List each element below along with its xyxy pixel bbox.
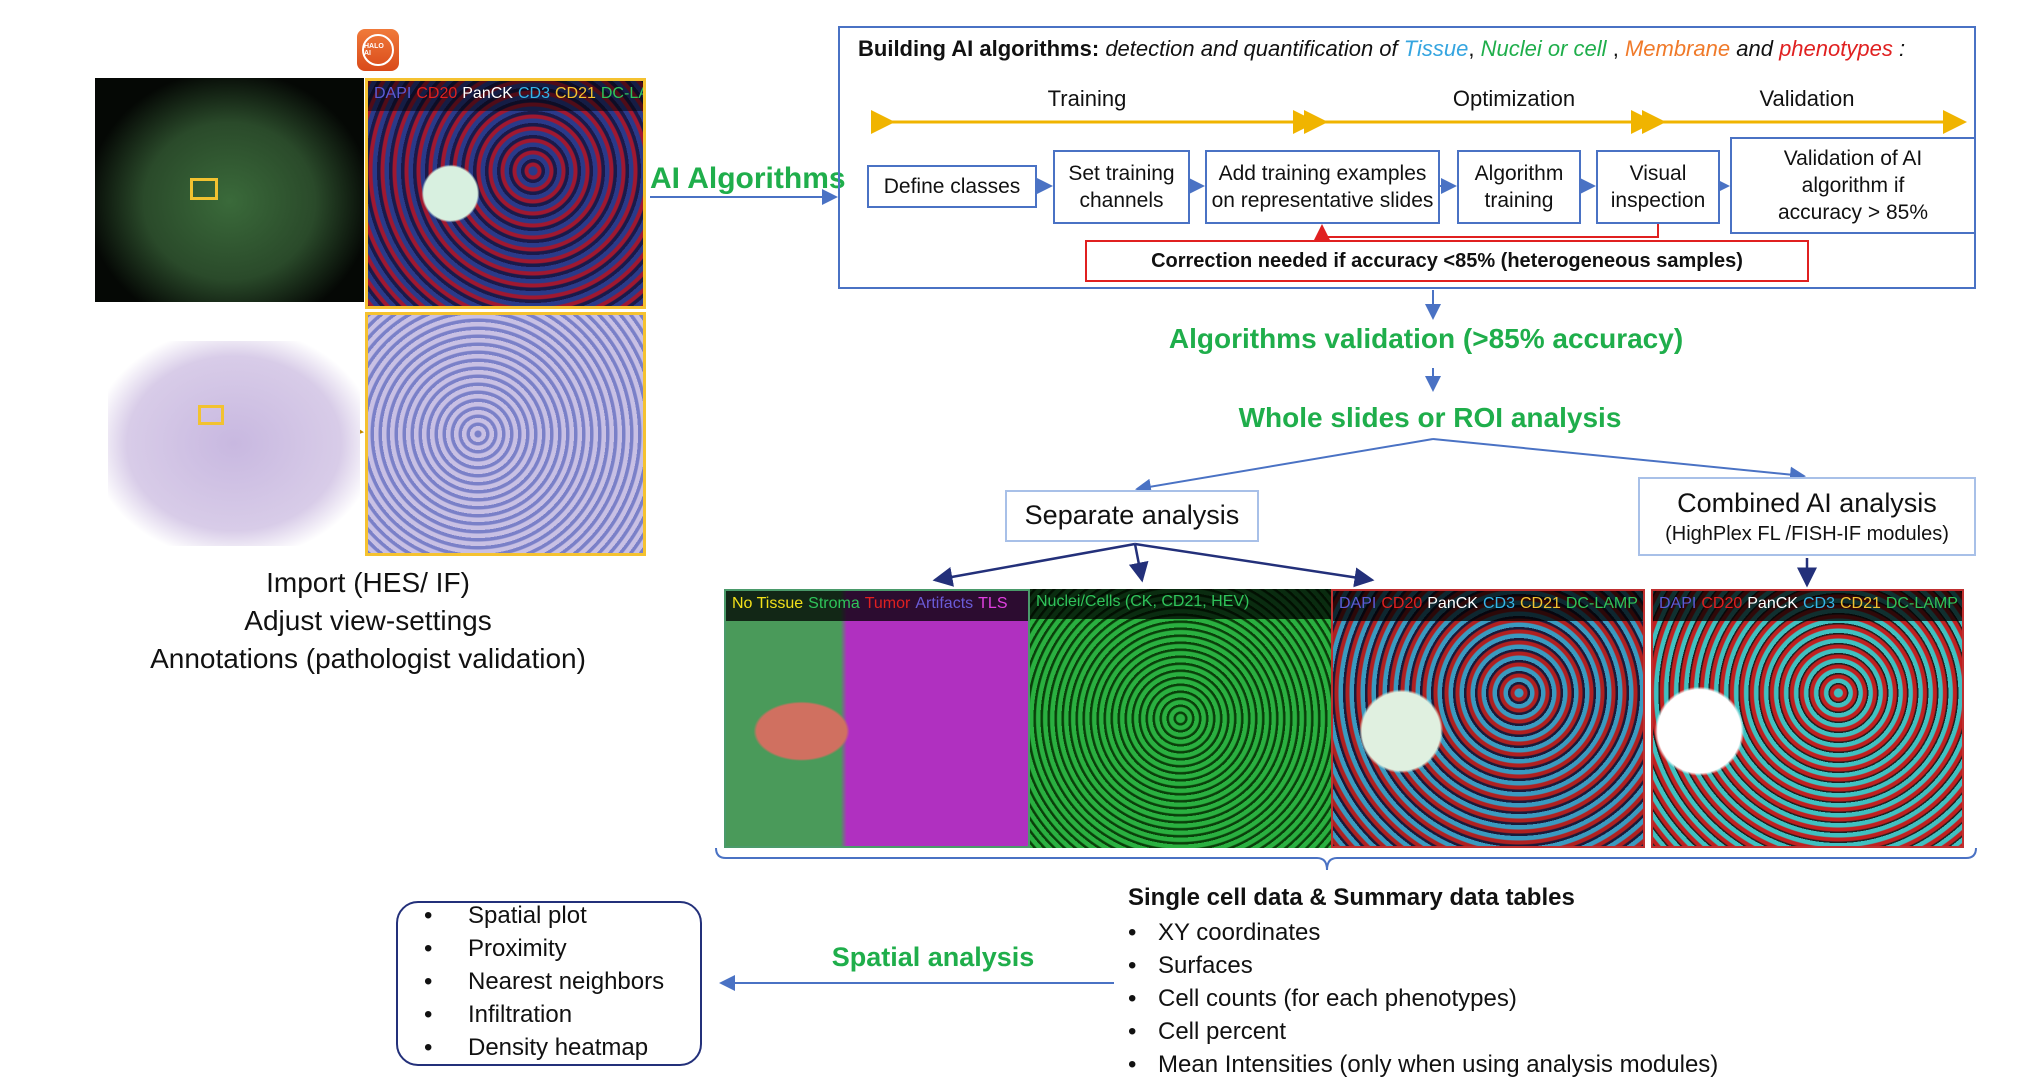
legend-label: HEV [1643,595,1644,612]
legend-label: HEV [1963,595,1964,612]
list-item: Nearest neighbors [420,965,664,998]
legend-label: CD3 [1802,595,1835,612]
fluorescence-slide-thumbnail [95,78,364,302]
list-item: Cell counts (for each phenotypes) [1124,982,1718,1015]
legend-label: CD20 [1381,595,1423,612]
separate-analysis-box: Separate analysis [1005,490,1259,542]
legend-label: TLS [978,595,1008,612]
list-item: Mean Intensities (only when using analys… [1124,1048,1718,1081]
phase-training: Training [1047,86,1127,111]
roi-marker [198,405,224,425]
hes-slide-thumbnail [108,341,360,546]
legend-label: CD20 [1701,595,1743,612]
single-cell-list: XY coordinatesSurfacesCell counts (for e… [1124,916,1718,1081]
legend-label: CD20 [416,85,458,102]
list-item: Surfaces [1124,949,1718,982]
legend-label: PanCK [1747,595,1798,612]
legend-label: Stroma [808,595,860,612]
legend-label: Tumor [864,595,911,612]
legend-label: DC-LAMP [1565,595,1638,612]
correction-box: Correction needed if accuracy <85% (hete… [1085,240,1809,282]
step-visual-inspection: Visual inspection [1596,150,1720,224]
nuclei-legend: Nuclei/Cells (CK, CD21, HEV) [1030,589,1331,619]
legend-label: CD21 [554,85,596,102]
step-set-training-channels: Set training channels [1053,150,1190,224]
legend-label: CD21 [1839,595,1881,612]
list-item: Cell percent [1124,1015,1718,1048]
legend-label: DAPI [374,85,412,102]
legend-label: DAPI [1659,595,1697,612]
ai-algorithms-label: AI Algorithms [650,162,846,195]
spatial-analysis-label: Spatial analysis [831,942,1035,972]
legend-label: DC-LAMP [600,85,643,102]
list-item: Spatial plot [420,899,664,932]
legend-label: No Tissue [732,595,804,612]
legend-label: CD3 [1482,595,1515,612]
legend-label: PanCK [462,85,513,102]
phase-optimization: Optimization [1452,86,1576,111]
halo-ai-logo: HALO AI [357,29,399,71]
step-algorithm-training: Algorithm training [1457,150,1581,224]
step-add-training-examples: Add training examples on representative … [1205,150,1440,224]
legend-label: Artifacts [915,595,974,612]
legend-label: DAPI [1339,595,1377,612]
spatial-list: Spatial plotProximityNearest neighborsIn… [420,899,664,1064]
bracket [715,847,1977,871]
single-cell-title: Single cell data & Summary data tables [1128,884,1575,911]
nuclei-detection-panel: Nuclei/Cells (CK, CD21, HEV) [1030,589,1331,848]
combined-analysis-box: Combined AI analysis(HighPlex FL /FISH-I… [1638,477,1976,556]
legend-label: DC-LAMP [1885,595,1958,612]
list-item: Proximity [420,932,664,965]
step-define-classes: Define classes [867,165,1037,208]
legend-label: CD3 [517,85,550,102]
step-validation: Validation of AI algorithm if accuracy >… [1730,137,1976,234]
legend-label: CD21 [1519,595,1561,612]
legend-label: PanCK [1427,595,1478,612]
phase-validation: Validation [1759,86,1855,111]
list-item: XY coordinates [1124,916,1718,949]
hes-zoom-panel [365,312,646,556]
roi-marker [190,178,218,200]
list-item: Infiltration [420,998,664,1031]
list-item: Density heatmap [420,1031,664,1064]
algorithms-validation: Algorithms validation (>85% accuracy) [1168,323,1684,354]
building-title: Building AI algorithms: detection and qu… [858,36,1906,61]
whole-slides-label: Whole slides or ROI analysis [1238,402,1622,433]
